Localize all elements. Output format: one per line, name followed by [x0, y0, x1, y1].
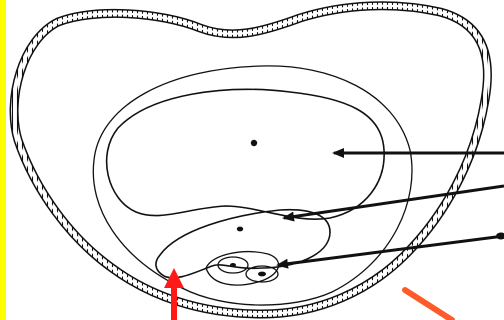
inner-sac: [93, 66, 412, 305]
middle-cavity: [156, 210, 330, 278]
large-cavity-nucleus: [251, 140, 257, 146]
label-pointer-dot: [496, 233, 504, 240]
middle-cavity-nucleus: [237, 227, 243, 232]
arrow-to-middle-cavity: [284, 186, 504, 218]
orange-highlight-arrow: [405, 290, 452, 320]
page-edge-strip: [0, 0, 6, 320]
